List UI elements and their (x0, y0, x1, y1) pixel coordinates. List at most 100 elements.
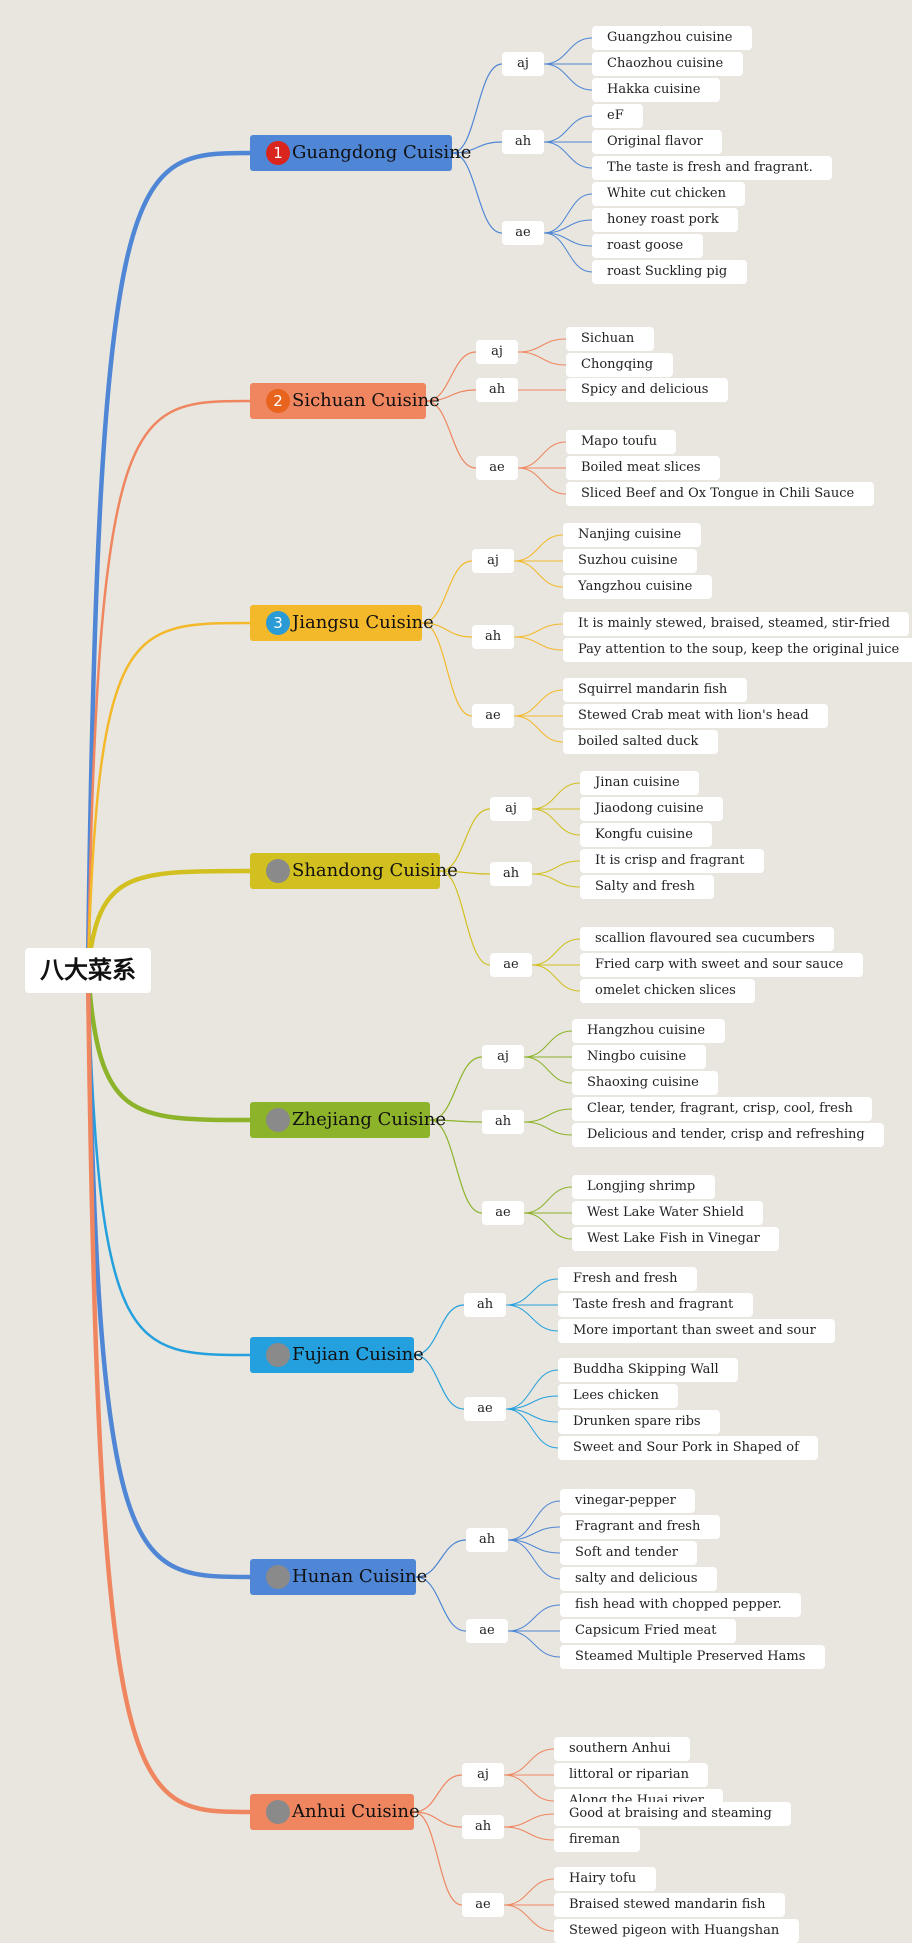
leaf-item[interactable]: Taste fresh and fragrant (558, 1293, 753, 1317)
leaf-item[interactable]: Boiled meat slices (566, 456, 720, 480)
leaf-item[interactable]: Guangzhou cuisine (592, 26, 752, 50)
group-ae-node[interactable]: ae (490, 953, 532, 977)
leaf-item[interactable]: littoral or riparian (554, 1763, 708, 1787)
leaf-item[interactable]: Drunken spare ribs (558, 1410, 720, 1434)
group-ae-node[interactable]: ae (502, 221, 544, 245)
leaf-item[interactable]: It is mainly stewed, braised, steamed, s… (563, 612, 909, 636)
leaf-item[interactable]: scallion flavoured sea cucumbers (580, 927, 834, 951)
group-ae-node[interactable]: ae (476, 456, 518, 480)
leaf-item[interactable]: Salty and fresh (580, 875, 714, 899)
leaf-item[interactable]: fish head with chopped pepper. (560, 1593, 801, 1617)
leaf-item[interactable]: Mapo toufu (566, 430, 676, 454)
leaf-item[interactable]: Squirrel mandarin fish (563, 678, 747, 702)
category-link (415, 1539, 467, 1578)
leaf-item[interactable]: Sweet and Sour Pork in Shaped of (558, 1436, 818, 1460)
leaf-item[interactable]: Jinan cuisine (580, 771, 699, 795)
group-ah-node[interactable]: ah (466, 1528, 508, 1552)
leaf-item[interactable]: Nanjing cuisine (563, 523, 701, 547)
group-ah-node[interactable]: ah (462, 1815, 504, 1839)
leaf-item[interactable]: Shaoxing cuisine (572, 1071, 718, 1095)
number-badge: 1 (266, 141, 290, 165)
group-ae-node[interactable]: ae (462, 1893, 504, 1917)
group-ah-node[interactable]: ah (472, 625, 514, 649)
group-aj-node[interactable]: aj (476, 340, 518, 364)
group-aj-node[interactable]: aj (490, 797, 532, 821)
group-ah-node[interactable]: ah (490, 862, 532, 886)
leaf-item[interactable]: Suzhou cuisine (563, 549, 697, 573)
leaf-item[interactable]: omelet chicken slices (580, 979, 755, 1003)
group-ah-node[interactable]: ah (482, 1110, 524, 1134)
leaf-item[interactable]: Fried carp with sweet and sour sauce (580, 953, 863, 977)
leaf-item[interactable]: Steamed Multiple Preserved Hams (560, 1645, 825, 1669)
leaf-item[interactable]: Chaozhou cuisine (592, 52, 743, 76)
root-link (86, 399, 252, 972)
leaf-item[interactable]: Ningbo cuisine (572, 1045, 706, 1069)
category-title: Hunan Cuisine (292, 1566, 428, 1587)
leaf-item[interactable]: vinegar-pepper (560, 1489, 695, 1513)
leaf-item[interactable]: Sichuan (566, 327, 654, 351)
root-node[interactable]: 八大菜系 (25, 948, 151, 993)
leaf-item[interactable]: West Lake Water Shield (572, 1201, 763, 1225)
group-aj-node[interactable]: aj (482, 1045, 524, 1069)
leaf-item[interactable]: Stewed Crab meat with lion's head (563, 704, 828, 728)
leaf-item[interactable]: Hairy tofu (554, 1867, 656, 1891)
group-ah-node[interactable]: ah (464, 1293, 506, 1317)
leaf-item[interactable]: Braised stewed mandarin fish (554, 1893, 785, 1917)
leaf-item[interactable]: Buddha Skipping Wall (558, 1358, 738, 1382)
group-ae-node[interactable]: ae (466, 1619, 508, 1643)
group-ah-node[interactable]: ah (476, 378, 518, 402)
group-aj-node[interactable]: aj (462, 1763, 504, 1787)
leaf-item[interactable]: fireman (554, 1828, 640, 1852)
category-link (413, 1774, 463, 1813)
leaf-item[interactable]: Jiaodong cuisine (580, 797, 723, 821)
leaf-item[interactable]: Sliced Beef and Ox Tongue in Chili Sauce (566, 482, 874, 506)
group-ae-node[interactable]: ae (472, 704, 514, 728)
leaf-item[interactable]: Hangzhou cuisine (572, 1019, 725, 1043)
leaf-item[interactable]: roast goose (592, 234, 703, 258)
group-aj-node[interactable]: aj (502, 52, 544, 76)
leaf-item[interactable]: Fresh and fresh (558, 1267, 697, 1291)
leaf-item[interactable]: Original flavor (592, 130, 722, 154)
leaf-item[interactable]: Chongqing (566, 353, 673, 377)
leaf-item[interactable]: It is crisp and fragrant (580, 849, 764, 873)
leaf-item[interactable]: honey roast pork (592, 208, 738, 232)
leaf-item[interactable]: Spicy and delicious (566, 378, 728, 402)
number-badge: 2 (266, 389, 290, 413)
leaf-item[interactable]: Longjing shrimp (572, 1175, 715, 1199)
leaf-item[interactable]: White cut chicken (592, 182, 745, 206)
leaf-item[interactable]: Pay attention to the soup, keep the orig… (563, 638, 912, 662)
leaf-item[interactable]: Yangzhou cuisine (563, 575, 712, 599)
group-ah-node[interactable]: ah (502, 130, 544, 154)
group-ae-node[interactable]: ae (464, 1397, 506, 1421)
leaf-item[interactable]: Kongfu cuisine (580, 823, 712, 847)
leaf-item[interactable]: boiled salted duck (563, 730, 718, 754)
leaf-item[interactable]: salty and delicious (560, 1567, 717, 1591)
leaf-item[interactable]: More important than sweet and sour (558, 1319, 835, 1343)
leaf-item[interactable]: eF (592, 104, 643, 128)
leaf-item[interactable]: Hakka cuisine (592, 78, 720, 102)
leaf-item[interactable]: Stewed pigeon with Huangshan (554, 1919, 799, 1943)
leaf-link (505, 1369, 559, 1410)
leaf-item[interactable]: Capsicum Fried meat (560, 1619, 736, 1643)
leaf-item[interactable]: West Lake Fish in Vinegar (572, 1227, 779, 1251)
leaf-link (503, 1878, 555, 1906)
group-aj-node[interactable]: aj (472, 549, 514, 573)
leaf-item[interactable]: roast Suckling pig (592, 260, 747, 284)
leaf-item[interactable]: Soft and tender (560, 1541, 697, 1565)
leaf-item[interactable]: southern Anhui (554, 1737, 690, 1761)
leaf-item[interactable]: Delicious and tender, crisp and refreshi… (572, 1123, 884, 1147)
leaf-item[interactable]: Fragrant and fresh (560, 1515, 720, 1539)
leaf-item[interactable]: The taste is fresh and fragrant. (592, 156, 832, 180)
group-ae-node[interactable]: ae (482, 1201, 524, 1225)
leaf-item[interactable]: Clear, tender, fragrant, crisp, cool, fr… (572, 1097, 872, 1121)
leaf-item[interactable]: Lees chicken (558, 1384, 678, 1408)
leaf-item[interactable]: Good at braising and steaming (554, 1802, 791, 1826)
